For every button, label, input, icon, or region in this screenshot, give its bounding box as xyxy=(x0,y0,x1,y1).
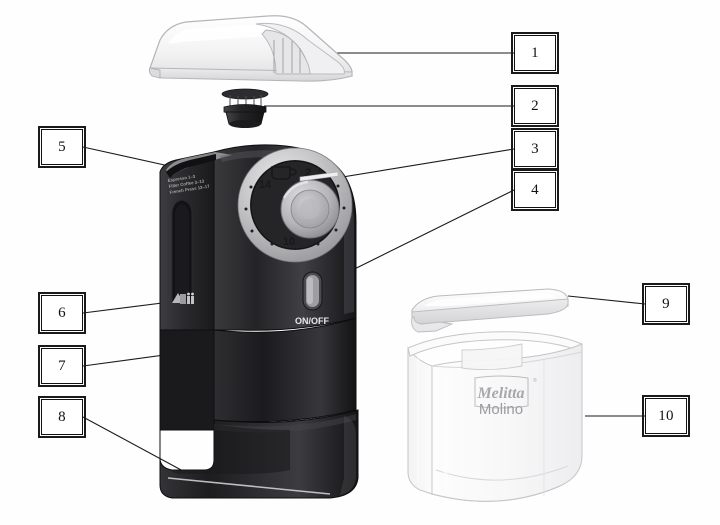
callout-box-7[interactable]: 7 xyxy=(38,345,86,387)
svg-text:Espresso 1–3: Espresso 1–3 xyxy=(167,174,196,183)
grind-setting-legend: Espresso 1–3 Filter Coffee 3–13 French P… xyxy=(167,174,210,195)
hopper-lid xyxy=(148,15,353,82)
dial-mark-10: 10 xyxy=(283,236,295,248)
melitta-wordmark: Melitta xyxy=(476,385,524,402)
on-off-button[interactable]: ON/OFF xyxy=(295,271,329,326)
cup-selector-dial[interactable]: 2 14 10 xyxy=(237,147,353,263)
callout-box-10[interactable]: 10 xyxy=(642,395,690,437)
callout-box-6[interactable]: 6 xyxy=(38,292,86,334)
grinder-burr-cone xyxy=(221,88,269,128)
molino-wordmark: Molino xyxy=(479,401,523,418)
container-lid xyxy=(411,288,569,333)
callout-box-9[interactable]: 9 xyxy=(642,283,690,325)
dial-pointer xyxy=(299,171,339,182)
dial-tick-marks xyxy=(244,169,346,246)
dial-mark-14: 14 xyxy=(259,179,272,191)
callout-box-3[interactable]: 3 xyxy=(511,128,559,170)
svg-text:Filter Coffee 3–13: Filter Coffee 3–13 xyxy=(168,178,205,189)
callout-box-8[interactable]: 8 xyxy=(38,396,86,438)
dial-mark-2: 2 xyxy=(305,167,311,179)
leader-8 xyxy=(82,416,197,479)
callout-box-1[interactable]: 1 xyxy=(511,32,559,74)
grind-coarseness-indicator xyxy=(172,292,194,304)
callout-box-2[interactable]: 2 xyxy=(511,85,559,127)
callout-box-4[interactable]: 4 xyxy=(511,169,559,211)
grounds-container: Melitta ® Molino xyxy=(407,331,583,502)
melitta-logo: Melitta ® xyxy=(474,375,537,409)
callout-box-5[interactable]: 5 xyxy=(38,126,86,168)
base-housing xyxy=(159,317,359,499)
svg-text:French Press 13–17: French Press 13–17 xyxy=(169,183,210,194)
base-highlight xyxy=(167,477,331,495)
on-off-label: ON/OFF xyxy=(295,316,329,326)
svg-text:®: ® xyxy=(533,377,537,384)
coffee-cup-icon xyxy=(271,166,297,180)
leader-3 xyxy=(317,148,515,182)
leader-9 xyxy=(567,295,646,305)
